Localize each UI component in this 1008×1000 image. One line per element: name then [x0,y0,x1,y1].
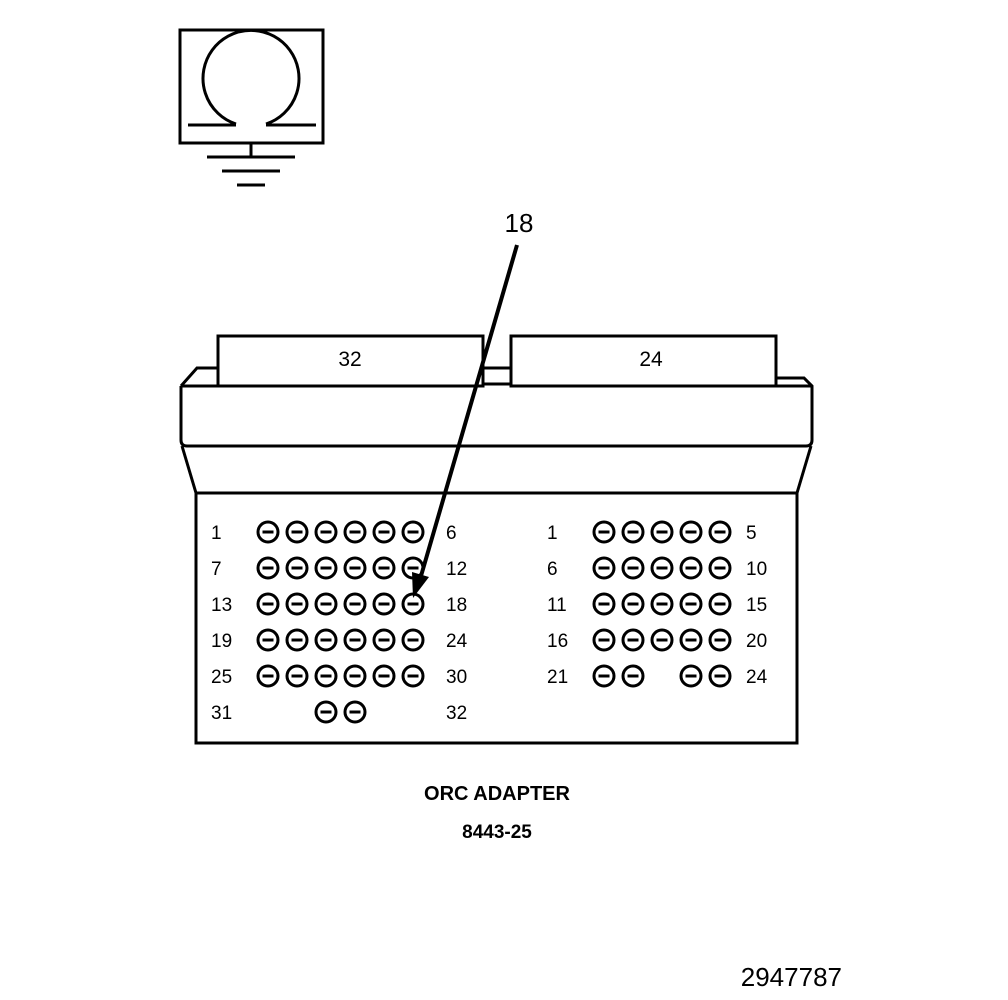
pin-socket-icon [256,628,280,652]
pin-socket-icon [708,592,732,616]
pin-face-plate [194,491,799,745]
connector-label-32: 32 [338,348,361,371]
row-end-label: 24 [746,667,768,688]
left-pin-array: 1 6 7 12 13 18 19 24 25 30 31 32 [211,520,468,724]
row-start-label: 7 [211,559,222,580]
pin-socket-icon [314,556,338,580]
row-end-label: 32 [446,703,467,724]
pin-socket-icon [592,592,616,616]
pin-socket-icon [285,520,309,544]
pin-socket-icon [679,592,703,616]
pin-socket-icon [372,664,396,688]
pin-socket-icon [256,520,280,544]
pin-socket-icon [314,628,338,652]
pin-socket-icon [650,520,674,544]
row-end-label: 24 [446,631,468,652]
row-end-label: 6 [446,523,457,544]
row-start-label: 1 [547,523,558,544]
pin-socket-icon [401,520,425,544]
adapter-body [179,334,814,745]
pin-socket-icon [650,592,674,616]
row-start-label: 19 [211,631,232,652]
pin-socket-icon [343,664,367,688]
pin-socket-icon [372,628,396,652]
pin-socket-icon [285,628,309,652]
row-end-label: 18 [446,595,467,616]
pin-socket-icon [621,664,645,688]
pin-socket-icon [621,520,645,544]
row-end-label: 12 [446,559,467,580]
pin-socket-icon [679,628,703,652]
row-start-label: 21 [547,667,568,688]
pin-socket-icon [401,628,425,652]
pin-socket-icon [314,700,338,724]
pin-socket-icon [621,628,645,652]
pin-socket-icon [343,556,367,580]
pin-socket-icon [650,556,674,580]
pin-socket-icon [314,520,338,544]
pin-socket-icon [650,628,674,652]
connector-label-24: 24 [639,348,663,371]
pin-socket-icon [343,628,367,652]
pin-socket-icon [314,664,338,688]
row-start-label: 6 [547,559,558,580]
row-end-label: 10 [746,559,767,580]
row-end-label: 15 [746,595,767,616]
pin-socket-icon [592,628,616,652]
pin-socket-icon [343,520,367,544]
pin-socket-icon [708,556,732,580]
pin-socket-icon [592,520,616,544]
row-start-label: 31 [211,703,232,724]
pin-socket-icon [401,592,425,616]
pin-socket-icon [285,664,309,688]
pin-socket-icon [621,592,645,616]
diagram-title: ORC ADAPTER [424,783,570,805]
callout-label: 18 [505,208,534,238]
pin-socket-icon [372,556,396,580]
row-end-label: 20 [746,631,767,652]
callout-arrow [412,244,519,598]
pin-socket-icon [256,664,280,688]
row-start-label: 25 [211,667,232,688]
pin-socket-icon [372,520,396,544]
connector-plug-24 [509,334,778,388]
pin-socket-icon [592,556,616,580]
pin-socket-icon [256,592,280,616]
pin-socket-icon [314,592,338,616]
pin-socket-icon [679,520,703,544]
pin-socket-icon [372,592,396,616]
pin-socket-icon [592,664,616,688]
pin-socket-icon [708,520,732,544]
pin-socket-icon [401,664,425,688]
pin-socket-icon [708,628,732,652]
row-start-label: 11 [547,595,567,616]
pin-socket-icon [679,556,703,580]
pin-socket-icon [256,556,280,580]
row-end-label: 5 [746,523,757,544]
pin-socket-icon [679,664,703,688]
row-end-label: 30 [446,667,467,688]
ohm-meter-icon [178,28,325,187]
pin-socket-icon [621,556,645,580]
pin-socket-icon [708,664,732,688]
row-start-label: 13 [211,595,232,616]
pin-socket-icon [343,592,367,616]
pin-socket-icon [343,700,367,724]
row-start-label: 1 [211,523,222,544]
pin-socket-icon [285,592,309,616]
row-start-label: 16 [547,631,568,652]
pin-socket-icon [285,556,309,580]
part-number: 8443-25 [462,822,532,843]
figure-id: 2947787 [741,962,842,992]
